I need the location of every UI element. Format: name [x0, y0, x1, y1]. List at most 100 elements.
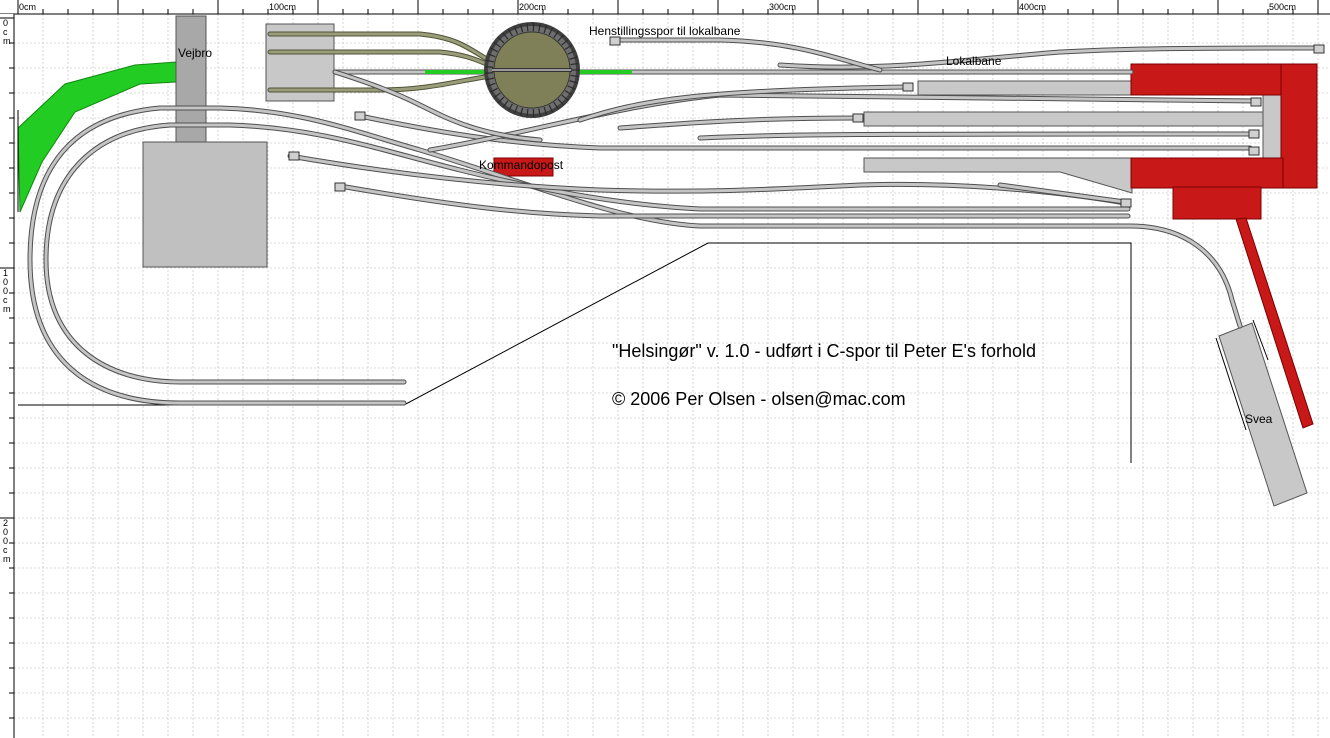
- platform-end-connector[interactable]: [1262, 94, 1282, 160]
- buffer-stop: [852, 113, 864, 123]
- top-ruler: 0cm 100cm 200cm 300cm 400cm 500cm: [0, 0, 1330, 15]
- turntable-tooth: [502, 100, 509, 108]
- ferry-pier-red[interactable]: [1235, 217, 1314, 429]
- turntable-tooth: [557, 98, 564, 106]
- label-lokalbane: Lokalbane: [946, 54, 1002, 68]
- kommandopost-building[interactable]: [493, 157, 554, 177]
- top-ruler-ticks: [17, 0, 1319, 14]
- turntable-tooth: [490, 87, 498, 93]
- turntable-tooth: [553, 30, 559, 39]
- turntable-tooth: [561, 39, 569, 46]
- turntable-tooth: [497, 36, 505, 44]
- track-bed: [338, 184, 1130, 218]
- turntable-tooth: [543, 25, 548, 34]
- buffer-stop: [354, 111, 366, 121]
- station-building-right[interactable]: [1280, 63, 1318, 189]
- turntable-tooth: [567, 85, 576, 90]
- turntable-tooth: [564, 44, 573, 50]
- platform-1[interactable]: [917, 80, 1139, 96]
- ruler-label-400: 400cm: [1019, 2, 1046, 12]
- ruler-label-200: 200cm: [519, 2, 546, 12]
- left-ruler-ticks: [0, 17, 14, 719]
- turntable-tooth: [526, 23, 529, 32]
- turntable[interactable]: [484, 22, 580, 118]
- ruler-label-0: 0cm: [19, 2, 36, 12]
- turntable-tooth: [493, 41, 501, 48]
- station-building-bottom[interactable]: [1130, 157, 1284, 189]
- turntable-tooth: [493, 92, 501, 99]
- buffer-stop: [334, 182, 346, 192]
- turntable-tooth: [526, 108, 529, 117]
- ruler-label-100: 100cm: [269, 2, 296, 12]
- turntable-tooth: [497, 96, 505, 104]
- buffer-stop: [1120, 198, 1132, 208]
- turntable-tooth: [569, 80, 578, 84]
- ruler-label-300: 300cm: [769, 2, 796, 12]
- track-bed: [998, 183, 1127, 204]
- track-network: [27, 31, 1322, 406]
- buffer-stop: [1248, 129, 1260, 139]
- turntable-tooth: [485, 59, 494, 63]
- turntable-tooth: [567, 50, 576, 55]
- turntable-tooth: [548, 104, 554, 113]
- turntable-tooth: [570, 74, 579, 78]
- buffer-stop: [1248, 146, 1260, 156]
- turntable-tooth: [520, 24, 524, 33]
- turntable-ring: [485, 23, 579, 117]
- track-bed: [618, 38, 882, 72]
- ruler-label-500: 500cm: [1269, 2, 1296, 12]
- buffer-stop: [902, 82, 914, 92]
- track-bed: [618, 116, 860, 130]
- layout-title-note: "Helsingør" v. 1.0 - udført i C-spor til…: [612, 341, 1036, 361]
- turntable-tooth: [543, 106, 548, 115]
- turntable-tooth: [507, 28, 514, 37]
- platform-3[interactable]: [863, 157, 1133, 194]
- turntable-tooth: [569, 56, 578, 60]
- buffer-stop: [1313, 44, 1325, 54]
- turntable-tooth: [564, 90, 573, 96]
- green-landscape: [17, 61, 177, 213]
- turntable-tooth: [487, 53, 496, 58]
- label-svea: Svea: [1245, 412, 1273, 426]
- turntable-tooth: [548, 27, 554, 36]
- buffer-stops: [288, 36, 1325, 208]
- buffer-stop: [288, 151, 300, 161]
- turntable-tooth: [561, 94, 569, 101]
- turntable-tooth: [570, 62, 579, 66]
- label-henstillingsspor: Henstillingsspor til lokalbane: [589, 24, 741, 38]
- turntable-tooth: [490, 47, 498, 53]
- bridge-ramp-block[interactable]: [142, 141, 268, 268]
- track-bed: [288, 154, 1127, 205]
- track-bed: [28, 106, 1242, 405]
- station-building-top[interactable]: [1130, 63, 1284, 96]
- track-bed: [578, 85, 910, 122]
- label-vejbro: Vejbro: [178, 46, 212, 60]
- turntable-tooth: [538, 23, 541, 32]
- turntable-tooth: [502, 32, 509, 40]
- copyright-note: © 2006 Per Olsen - olsen@mac.com: [612, 389, 906, 409]
- turntable-tooth: [557, 34, 564, 42]
- buffer-stop: [1250, 97, 1262, 107]
- platform-2[interactable]: [863, 111, 1265, 127]
- turntable-tooth: [485, 66, 494, 68]
- turntable-tooth: [538, 108, 541, 117]
- track-bed: [268, 32, 494, 64]
- svea-ferry-outline: [1215, 319, 1269, 431]
- track-bed: [333, 70, 542, 142]
- turntable-tooth: [513, 105, 518, 114]
- buffer-stop: [609, 36, 621, 46]
- turntable-tooth: [485, 77, 494, 81]
- turntable-tooth: [485, 72, 494, 74]
- station-annex[interactable]: [1172, 186, 1262, 220]
- turntable-tooth: [513, 26, 518, 35]
- label-kommandopost: Kommandopost: [479, 158, 564, 172]
- turntable-tooth: [507, 103, 514, 112]
- turntable-tooth: [553, 101, 559, 110]
- track-bed: [698, 132, 1256, 140]
- turntable-tooth: [520, 107, 524, 116]
